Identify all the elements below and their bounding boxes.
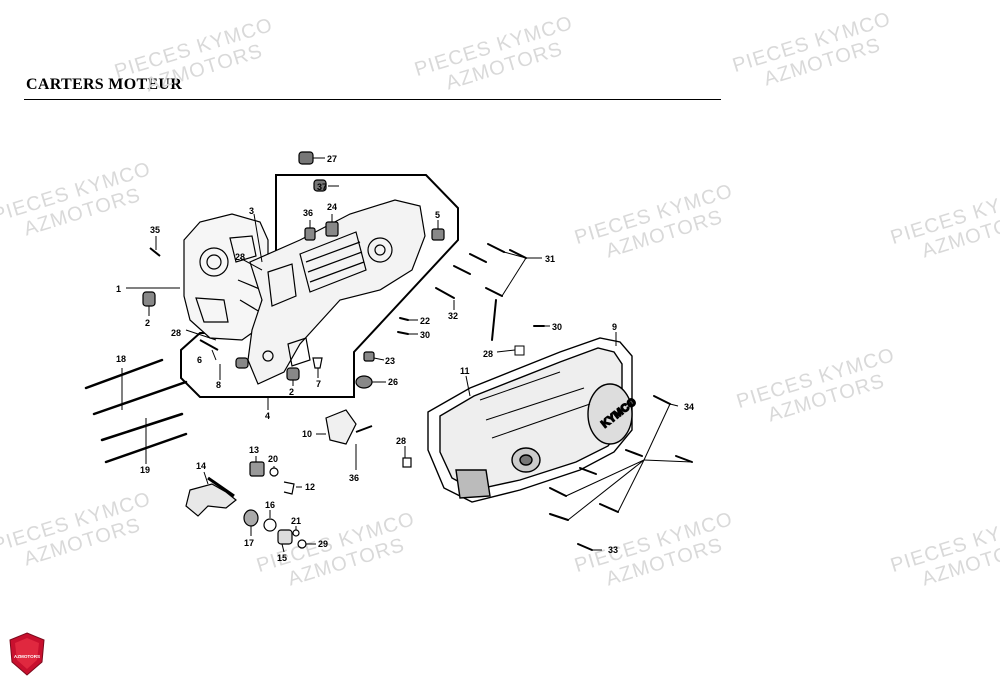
callout-14: 14: [196, 461, 206, 471]
callout-5: 5: [435, 210, 440, 220]
seal-37: [313, 179, 327, 192]
kick-parts: [185, 409, 412, 549]
clip-29: [297, 539, 307, 549]
callout-12: 12: [305, 482, 315, 492]
callout-3: 3: [249, 206, 254, 216]
callout-2b: 2: [289, 387, 294, 397]
azmotors-logo: AZMOTORS: [9, 632, 45, 676]
callout-18: 18: [116, 354, 126, 364]
callout-32: 32: [448, 311, 458, 321]
callout-20: 20: [268, 454, 278, 464]
callout-10: 10: [302, 429, 312, 439]
callout-17: 17: [244, 538, 254, 548]
callout-22: 22: [420, 316, 430, 326]
small-parts: [142, 151, 445, 389]
right-crankcase: [247, 199, 426, 385]
callout-28d: 28: [396, 436, 406, 446]
page-title: CARTERS MOTEUR: [26, 76, 183, 93]
bearing-36: [304, 227, 316, 241]
dowel-7: [312, 357, 323, 369]
callout-37: 37: [317, 182, 327, 192]
callout-2a: 2: [145, 318, 150, 328]
pin-8: [235, 357, 249, 369]
callout-30a: 30: [420, 330, 430, 340]
callout-labels: 27 37 3 36 24 5 35 28 1 2 28 6 8 7 2 4 1…: [116, 154, 694, 563]
kick-shaft-14: [185, 483, 237, 517]
callout-35: 35: [150, 225, 160, 235]
plate-10: [325, 409, 357, 445]
seal-26: [355, 375, 373, 389]
callout-24: 24: [327, 202, 337, 212]
callout-23: 23: [385, 356, 395, 366]
callout-31: 31: [545, 254, 555, 264]
callout-7: 7: [316, 379, 321, 389]
callout-4: 4: [265, 411, 270, 421]
callout-28b: 28: [171, 328, 181, 338]
bolt-set: [397, 243, 545, 356]
callout-26: 26: [388, 377, 398, 387]
studs: [84, 358, 188, 464]
callout-27: 27: [327, 154, 337, 164]
clip-12: [283, 481, 295, 495]
callout-29: 29: [318, 539, 328, 549]
washer-21: [292, 529, 300, 537]
washer-20: [269, 467, 279, 477]
callout-33: 33: [608, 545, 618, 555]
stud-6: [199, 339, 219, 351]
callout-21: 21: [291, 516, 301, 526]
callout-36: 36: [303, 208, 313, 218]
bearing-24: [325, 221, 339, 237]
bushing-15: [277, 529, 293, 545]
cover-bolts: [549, 395, 693, 551]
seal-27: [298, 151, 314, 165]
bearing-5: [431, 228, 445, 241]
plug-23: [363, 351, 375, 362]
callout-13: 13: [249, 445, 259, 455]
transmission-cover: KYMCO: [427, 337, 640, 503]
bearing-1: [142, 291, 156, 307]
callout-6: 6: [197, 355, 202, 365]
callout-9: 9: [612, 322, 617, 332]
seal-17: [243, 509, 259, 527]
callout-30b: 30: [552, 322, 562, 332]
leader-lines: [121, 157, 693, 553]
callout-8: 8: [216, 380, 221, 390]
washer-16: [263, 518, 277, 532]
callout-28c: 28: [483, 349, 493, 359]
callout-1: 1: [116, 284, 121, 294]
callout-19: 19: [140, 465, 150, 475]
bolt-35: [149, 247, 161, 257]
callout-36b: 36: [349, 473, 359, 483]
logo-text: AZMOTORS: [14, 654, 40, 659]
title-underline: [24, 99, 721, 100]
callout-15: 15: [277, 553, 287, 563]
callout-28a: 28: [235, 252, 245, 262]
callout-34: 34: [684, 402, 694, 412]
bearing-2b: [286, 367, 300, 381]
dowel-28c: [402, 457, 412, 468]
callout-11: 11: [460, 366, 470, 376]
gear-13: [249, 461, 265, 477]
callout-16: 16: [265, 500, 275, 510]
